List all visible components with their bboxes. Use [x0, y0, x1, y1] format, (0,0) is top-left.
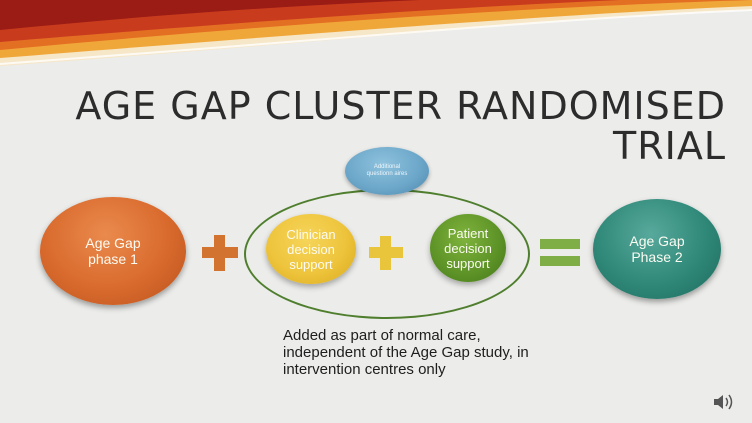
age-gap-phase1-node: Age Gap phase 1 [40, 197, 186, 305]
equals-operator [540, 239, 580, 266]
plus-operator-1 [202, 235, 238, 271]
additional-questionnaires-node: Additional questionn aires [345, 147, 429, 195]
clinician-decision-support-label: Clinician decision support [286, 226, 336, 272]
header-swoosh-decoration [0, 0, 752, 66]
age-gap-phase1-label: Age Gap phase 1 [85, 235, 141, 267]
age-gap-phase2-node: Age Gap Phase 2 [593, 199, 721, 299]
additional-questionnaires-label: Additional questionn aires [366, 164, 408, 177]
plus-operator-2 [369, 236, 403, 270]
patient-decision-support-label: Patient decision support [444, 225, 492, 271]
clinician-decision-support-node: Clinician decision support [266, 214, 356, 284]
slide-title: AGE GAP CLUSTER RANDOMISED TRIAL [75, 84, 726, 168]
speaker-icon[interactable] [712, 392, 736, 412]
intervention-note: Added as part of normal care, independen… [283, 327, 529, 378]
patient-decision-support-node: Patient decision support [430, 214, 506, 282]
age-gap-phase2-label: Age Gap Phase 2 [629, 233, 685, 265]
